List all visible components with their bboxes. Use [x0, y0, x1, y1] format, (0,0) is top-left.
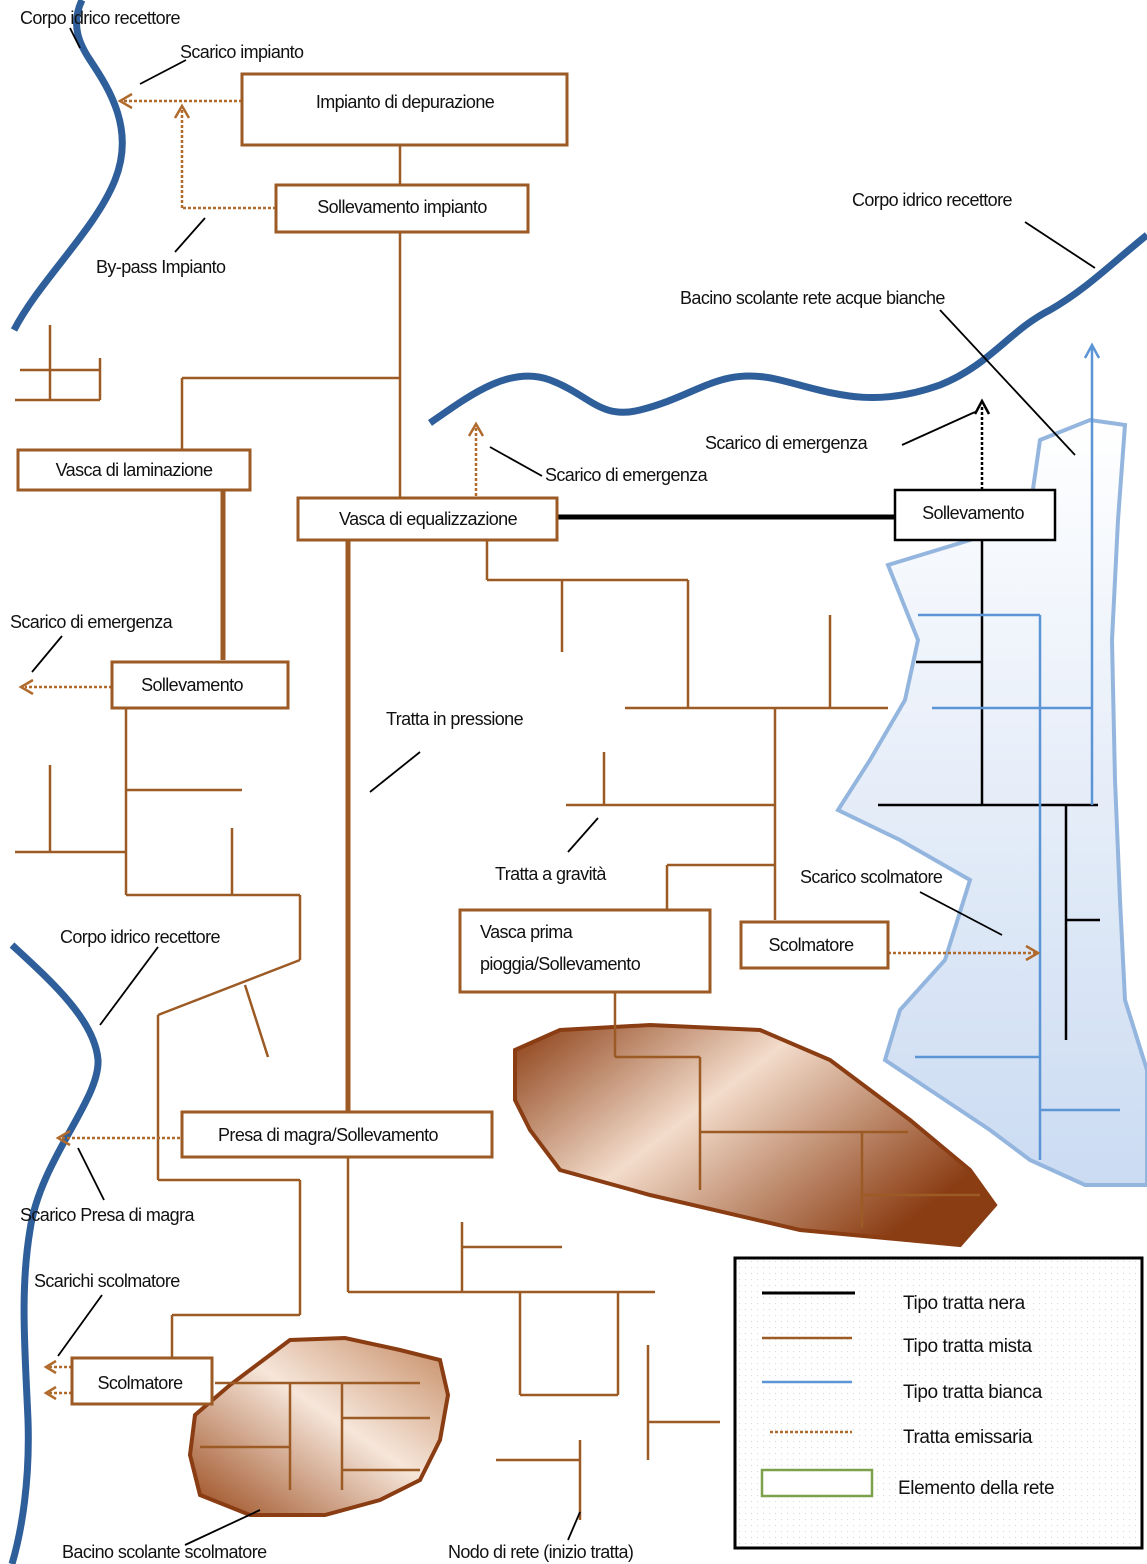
node-scolmatore-center: Scolmatore: [768, 935, 854, 955]
river-center: [427, 232, 1147, 426]
label-scarico-emergenza-right: Scarico di emergenza: [705, 433, 869, 453]
emissary-lines: [18, 92, 1041, 1401]
label-bacino-bianche: Bacino scolante rete acque bianche: [680, 288, 945, 308]
label-bacino-scolmatore: Bacino scolante scolmatore: [62, 1542, 267, 1562]
legend: Tipo tratta nera Tipo tratta mista Tipo …: [733, 1256, 1144, 1550]
white-network: [915, 342, 1120, 1160]
box-vasca-prima-pioggia[interactable]: [458, 908, 712, 994]
box-sollevamento-impianto[interactable]: [274, 183, 530, 234]
label-scarico-impianto: Scarico impianto: [180, 42, 304, 62]
box-vasca-laminazione[interactable]: [16, 448, 252, 492]
node-vasca-prima-1: Vasca prima: [480, 922, 574, 942]
label-scarico-emergenza-left: Scarico di emergenza: [10, 612, 174, 632]
box-sollevamento-left[interactable]: [110, 660, 290, 710]
label-by-pass: By-pass Impianto: [96, 257, 226, 277]
box-presa-magra[interactable]: [180, 1110, 494, 1159]
river-top-left: [10, 0, 126, 332]
mixed-network: [15, 145, 980, 1520]
node-vasca-equalizzazione: Vasca di equalizzazione: [339, 509, 518, 529]
legend-green-box-icon: [760, 1468, 874, 1498]
label-corpo-idrico-1: Corpo idrico recettore: [20, 8, 180, 28]
emergency-black-dotted: [973, 398, 991, 490]
node-sollevamento-right: Sollevamento: [922, 503, 1024, 523]
white-water-catchment: [835, 417, 1147, 1187]
label-corpo-idrico-3: Corpo idrico recettore: [60, 927, 220, 947]
node-boxes: [16, 72, 890, 1406]
node-vasca-prima-2: pioggia/Sollevamento: [480, 954, 641, 974]
basin-scolmatore: [187, 1335, 451, 1517]
box-scolmatore-center[interactable]: [739, 920, 890, 970]
box-scolmatore-bottom[interactable]: [70, 1356, 214, 1406]
label-nodo-rete: Nodo di rete (inizio tratta): [448, 1542, 633, 1562]
box-sollevamento-right[interactable]: [893, 488, 1057, 542]
label-tratta-gravita: Tratta a gravità: [495, 864, 607, 884]
leader-lines: [31, 27, 1096, 1546]
legend-item-label: Tipo tratta mista: [903, 1336, 1033, 1357]
river-bottom-left: [8, 942, 102, 1564]
node-sollevamento-left: Sollevamento: [141, 675, 243, 695]
label-corpo-idrico-2: Corpo idrico recettore: [852, 190, 1012, 210]
label-scarichi-scolmatore: Scarichi scolmatore: [34, 1271, 180, 1291]
legend-item-label: Tipo tratta nera: [903, 1293, 1026, 1314]
label-tratta-pressione: Tratta in pressione: [386, 709, 524, 729]
node-scolmatore-bottom: Scolmatore: [97, 1373, 183, 1393]
node-vasca-laminazione: Vasca di laminazione: [56, 460, 213, 480]
node-impianto-depurazione: Impianto di depurazione: [316, 92, 495, 112]
legend-item-label: Tratta emissaria: [903, 1427, 1033, 1448]
label-scarico-emergenza-center: Scarico di emergenza: [545, 465, 709, 485]
basin-center: [513, 1022, 998, 1248]
box-vasca-equalizzazione[interactable]: [296, 496, 559, 542]
black-network: [557, 514, 1100, 1040]
legend-box: [733, 1256, 1144, 1550]
box-impianto-depurazione[interactable]: [240, 72, 569, 147]
label-scarico-presa-magra: Scarico Presa di magra: [20, 1205, 195, 1225]
legend-item-label: Elemento della rete: [898, 1478, 1054, 1499]
legend-item-label: Tipo tratta bianca: [903, 1382, 1043, 1403]
label-scarico-scolmatore: Scarico scolmatore: [800, 867, 943, 887]
node-sollevamento-impianto: Sollevamento impianto: [317, 197, 487, 217]
node-presa-magra: Presa di magra/Sollevamento: [218, 1125, 439, 1145]
